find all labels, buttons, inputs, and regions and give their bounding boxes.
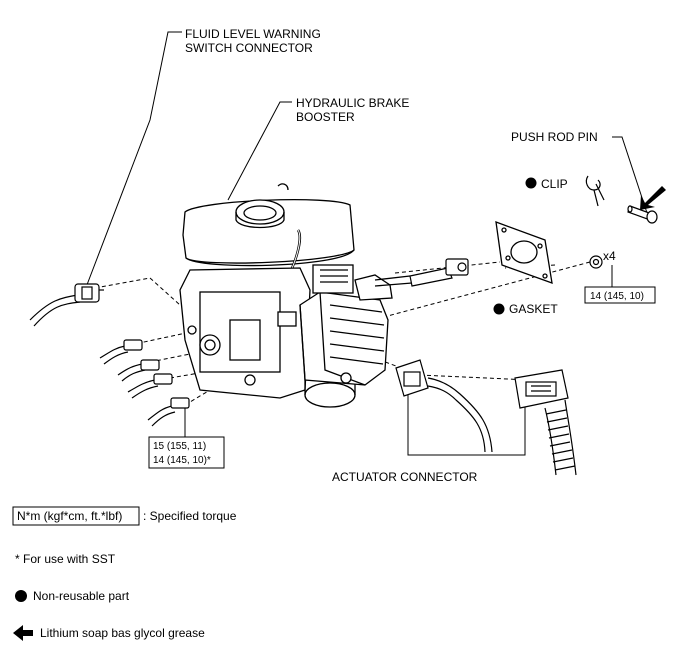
gasket-non-reusable-dot [493,303,505,315]
label-booster-1: HYDRAULIC BRAKE [296,96,409,110]
label-fluid-level-2: SWITCH CONNECTOR [185,41,313,55]
clip-part [585,175,605,207]
actuator-connector-right [514,369,577,476]
non-reusable-dot-icon [15,590,27,602]
actuator-connector-left [395,359,493,453]
clip-non-reusable-dot [525,177,537,189]
label-clip: CLIP [541,177,568,191]
legend-sst: * For use with SST [15,552,116,566]
legend-unit-desc: : Specified torque [143,509,237,523]
leader-lines [84,31,651,456]
torque-box-lines: 15 (155, 11) 14 (145, 10)* [148,436,225,469]
legend-torque-box [12,506,140,526]
legend-grease: Lithium soap bas glycol grease [40,626,205,640]
gasket [495,221,553,284]
legend-unit-box-text: N*m (kgf*cm, ft.*lbf) [17,509,122,523]
torque-lines-value-2: 14 (145, 10)* [153,455,211,466]
label-gasket: GASKET [509,302,558,316]
push-rod-lever [409,258,469,287]
brake-line-fittings [99,339,190,427]
label-x4: x4 [603,249,616,263]
grease-arrow-icon [640,186,666,210]
grease-legend-arrow-icon [13,625,33,641]
label-push-rod-pin: PUSH ROD PIN [511,130,598,144]
torque-box-nut: 14 (145, 10) [584,286,656,304]
torque-nut-value: 14 (145, 10) [590,291,644,302]
legend-non-reusable: Non-reusable part [33,589,130,603]
label-fluid-level-1: FLUID LEVEL WARNING [185,27,321,41]
torque-lines-value-1: 15 (155, 11) [153,441,206,452]
label-actuator-connector: ACTUATOR CONNECTOR [332,470,478,484]
brake-booster-assembly [179,183,413,408]
legend: N*m (kgf*cm, ft.*lbf) : Specified torque… [12,506,237,641]
label-booster-2: BOOSTER [296,110,355,124]
push-rod-pin-part [627,205,658,224]
fluid-level-connector [29,283,104,327]
nut-part [589,255,603,269]
